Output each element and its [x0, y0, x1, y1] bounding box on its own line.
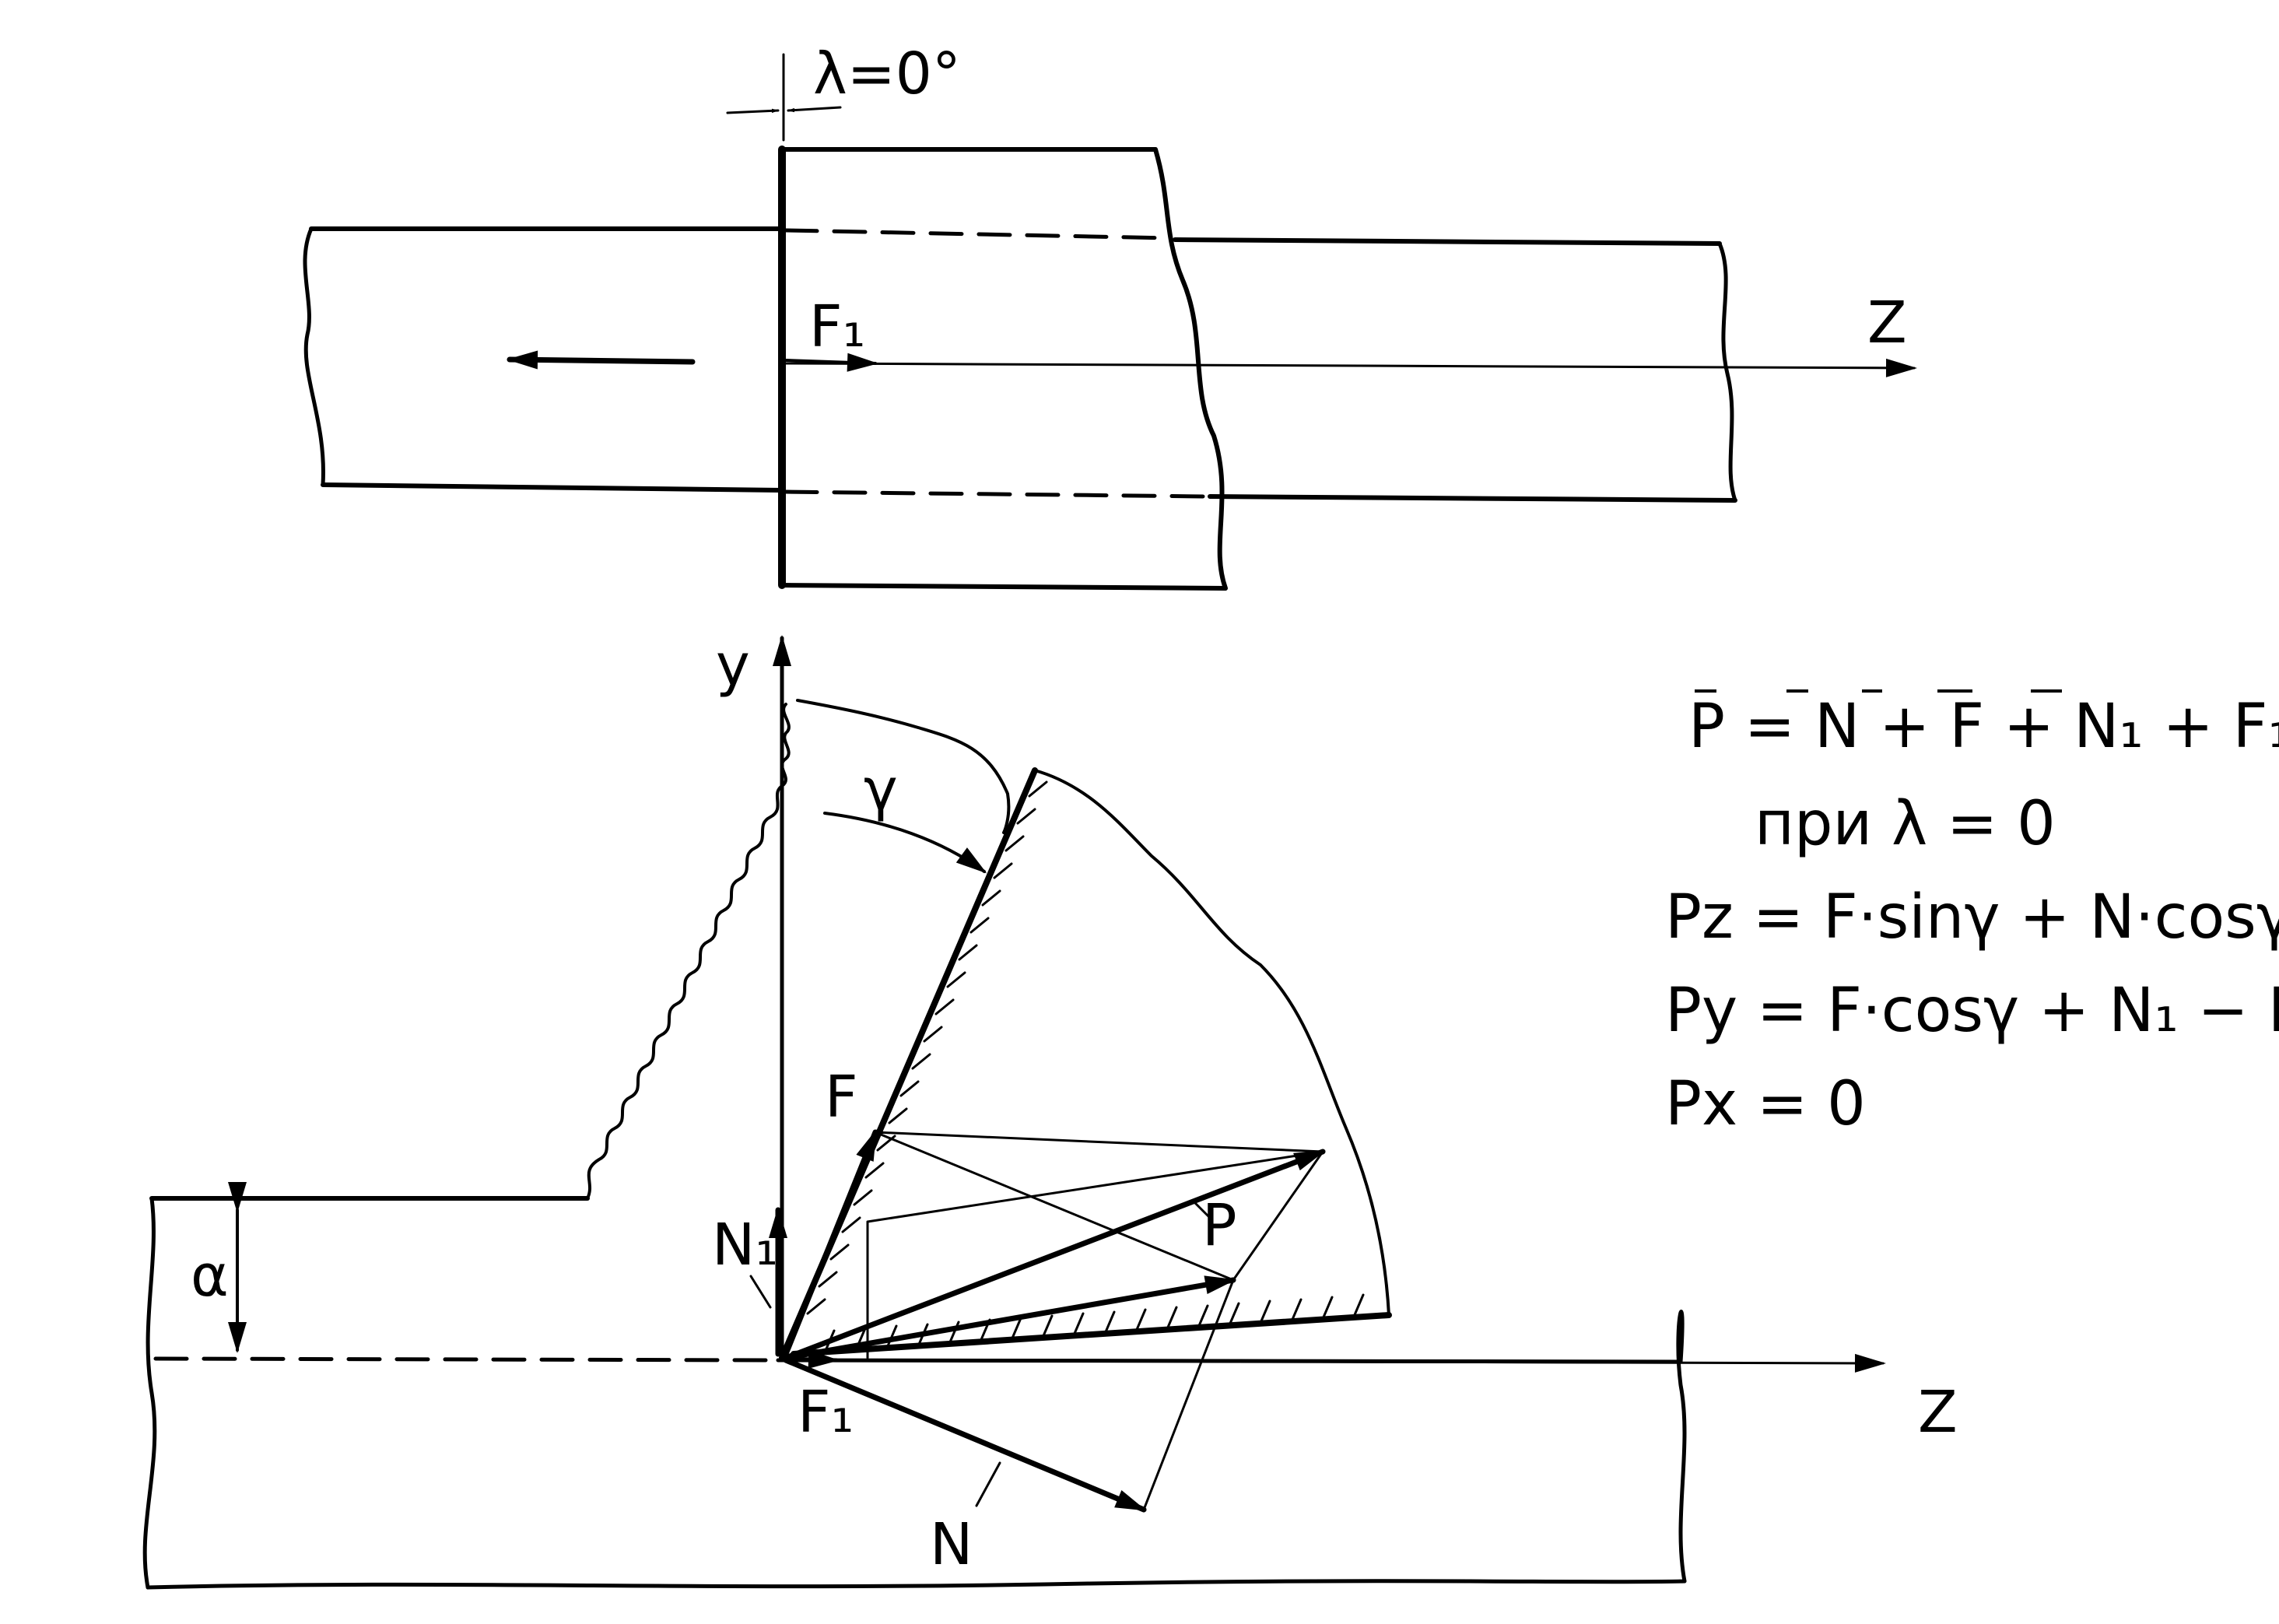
lambda-arrow-right	[787, 106, 842, 113]
resultant-secondary-vector	[783, 1275, 1236, 1361]
z-axis-bottom	[780, 1353, 1886, 1373]
workpiece-right-break	[1676, 1310, 1687, 1584]
top-view: λ=0° F₁ Z	[303, 40, 1917, 591]
section-view: α y γ Z N₁ F P N F₁	[142, 632, 1958, 1590]
top-workpiece-top-edge	[309, 226, 1722, 246]
formula-pz: Pz = F·sinγ + N·cosγ + F₁	[1665, 882, 2279, 952]
lambda-label: λ=0°	[813, 40, 961, 107]
depth-dashed-line	[153, 1356, 777, 1363]
top-hidden-edge-upper	[784, 228, 1173, 240]
formula-vector-sum: P = N + F + N₁ + F₁	[1688, 692, 2279, 762]
formula-py: Py = F·cosγ + N₁ − N·cosγ	[1665, 976, 2279, 1046]
tool-outline	[1033, 769, 1390, 1317]
tool-flank-face	[791, 1312, 1392, 1357]
chip-top-break	[796, 699, 1011, 834]
chip-outline	[586, 703, 791, 1200]
n1-label: N₁	[712, 1212, 778, 1279]
f1-top-label: F₁	[809, 293, 865, 360]
top-workpiece-bottom-edge	[321, 482, 1737, 503]
top-workpiece-right-break	[1717, 241, 1737, 503]
n1-leader	[749, 1275, 772, 1309]
z-axis-top-label: Z	[1867, 289, 1907, 356]
top-workpiece-left-break	[303, 226, 325, 487]
feed-arrow	[507, 350, 696, 370]
z-axis-bottom-label: Z	[1918, 1379, 1958, 1446]
tool-rake-hatch	[806, 780, 1048, 1315]
top-hidden-edge-lower	[784, 489, 1208, 499]
alpha-label: α	[191, 1243, 229, 1310]
gamma-arc	[823, 812, 987, 874]
p-leader	[1193, 1201, 1211, 1219]
n-leader	[975, 1461, 1001, 1507]
f1-bottom-label: F₁	[798, 1379, 854, 1446]
gamma-label: γ	[864, 756, 898, 823]
lambda-arrow-left	[726, 108, 780, 114]
formula-condition: при λ = 0	[1755, 789, 2056, 859]
workpiece-left-break	[142, 1196, 157, 1590]
y-axis-label: y	[716, 632, 750, 699]
z-axis-top	[784, 358, 1917, 377]
construction-lines	[866, 1131, 1324, 1511]
formula-block: P = N + F + N₁ + F₁ при λ = 0 Pz = F·sin…	[1665, 689, 2279, 1139]
f1-bottom-vector	[784, 1349, 840, 1369]
n-force-vector	[783, 1357, 1147, 1513]
p-force-vector	[783, 1149, 1326, 1361]
top-tool-body	[780, 147, 1228, 591]
f-force-vector	[783, 1129, 878, 1357]
formula-px: Px = 0	[1665, 1069, 1866, 1139]
p-label: P	[1202, 1192, 1237, 1259]
f-label: F	[825, 1064, 858, 1131]
n-label: N	[930, 1511, 973, 1578]
workpiece-bottom-edge	[146, 1579, 1687, 1590]
